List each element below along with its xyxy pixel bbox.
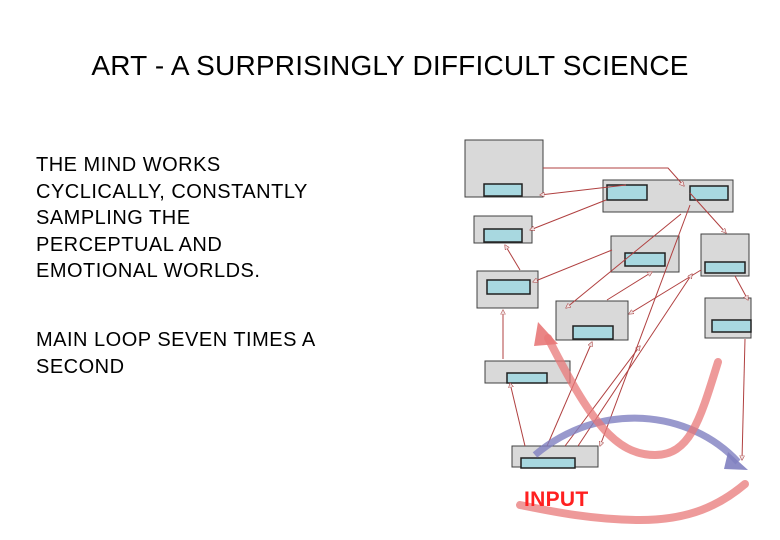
input-loop-arrow bbox=[532, 414, 748, 470]
body-paragraph-mind-cycles: THE MIND WORKS CYCLICALLY, CONSTANTLY SA… bbox=[36, 154, 308, 282]
feedback-arrowhead bbox=[534, 322, 558, 346]
body-paragraph-main-loop: MAIN LOOP SEVEN TIMES A SECOND bbox=[36, 329, 316, 378]
feedback-loop-arrows bbox=[516, 334, 749, 525]
slide-title: ART - A SURPRISINGLY DIFFICULT SCIENCE bbox=[91, 50, 689, 81]
node-slots bbox=[483, 183, 752, 469]
input-label: INPUT bbox=[524, 488, 589, 511]
